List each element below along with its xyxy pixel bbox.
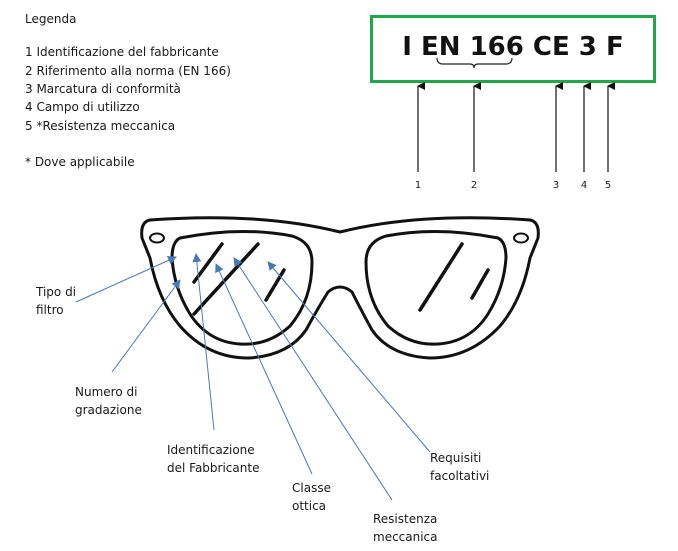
legend-item-4: 4 Campo di utilizzo [25, 100, 140, 114]
marking-brace [436, 57, 513, 69]
leader-filter-type [75, 256, 177, 303]
left-lens [170, 229, 314, 346]
pointer-number-2: 2 [470, 180, 478, 191]
leader-mechanical-resistance [233, 257, 393, 501]
frame-outer [140, 216, 540, 360]
right-lens [364, 229, 508, 346]
leader-optional-requirements [267, 261, 431, 453]
glasses-icon [140, 216, 540, 360]
legend-item-1: 1 Identificazione del fabbricante [25, 45, 219, 59]
leader-grade-number [111, 279, 181, 373]
lens-reflections [192, 242, 490, 316]
marking-box: I EN 166 CE 3 F [370, 15, 656, 83]
right-rivet [513, 232, 529, 244]
pointer-number-1: 1 [414, 180, 422, 191]
pointer-number-3: 3 [552, 180, 560, 191]
legend-note: * Dove applicabile [25, 155, 135, 169]
legend-item-2: 2 Riferimento alla norma (EN 166) [25, 64, 231, 78]
leader-lines [75, 253, 431, 501]
marking-pointers [417, 82, 615, 172]
pointer-number-4: 4 [580, 180, 588, 191]
left-rivet [149, 232, 165, 244]
leader-manufacturer-id [192, 253, 215, 431]
leader-optical-class [215, 263, 313, 475]
legend-item-5: 5 *Resistenza meccanica [25, 119, 176, 133]
pointer-number-5: 5 [604, 180, 612, 191]
legend-title: Legenda [25, 12, 77, 26]
marking-text: I EN 166 CE 3 F [402, 32, 624, 62]
legend-item-3: 3 Marcatura di conformità [25, 82, 181, 96]
